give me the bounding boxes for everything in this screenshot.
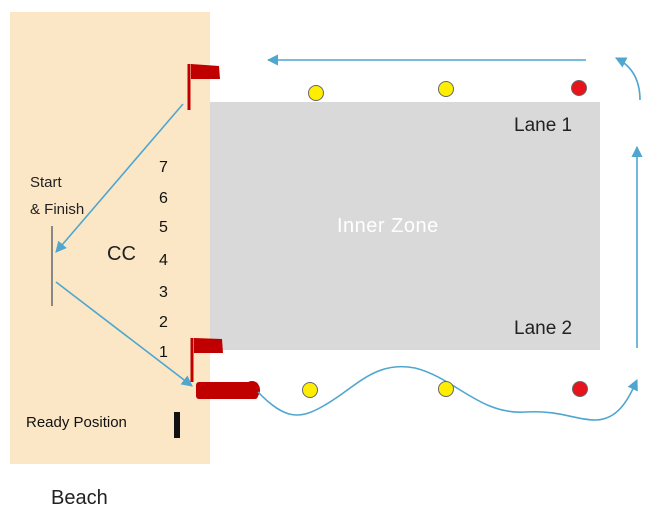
inner-zone <box>210 102 600 350</box>
position-3: 3 <box>159 284 168 301</box>
ready-position-label: Ready Position <box>26 414 127 431</box>
red-buoy-icon <box>571 80 587 96</box>
red-buoy-icon <box>572 381 588 397</box>
position-6: 6 <box>159 190 168 207</box>
beach-label: Beach <box>51 487 108 509</box>
start-label: Start <box>30 174 62 191</box>
yellow-buoy-icon <box>302 382 318 398</box>
rescue-board-icon <box>196 381 260 399</box>
cc-label: CC <box>107 243 136 265</box>
position-2: 2 <box>159 314 168 331</box>
inner-zone-label: Inner Zone <box>337 215 439 237</box>
position-5: 5 <box>159 219 168 236</box>
lane-1-label: Lane 1 <box>514 115 573 136</box>
yellow-buoy-icon <box>438 381 454 397</box>
position-1: 1 <box>159 344 168 361</box>
yellow-buoy-icon <box>308 85 324 101</box>
beach-area <box>10 12 210 464</box>
ready-position-marker <box>174 412 180 438</box>
red-flag-icon <box>187 64 220 110</box>
position-4: 4 <box>159 252 168 269</box>
finish-label: & Finish <box>30 201 85 218</box>
position-7: 7 <box>159 159 168 176</box>
yellow-buoy-icon <box>438 81 454 97</box>
route-arrows <box>55 54 643 421</box>
red-flag-icon <box>190 338 223 382</box>
lane-2-label: Lane 2 <box>514 318 573 339</box>
